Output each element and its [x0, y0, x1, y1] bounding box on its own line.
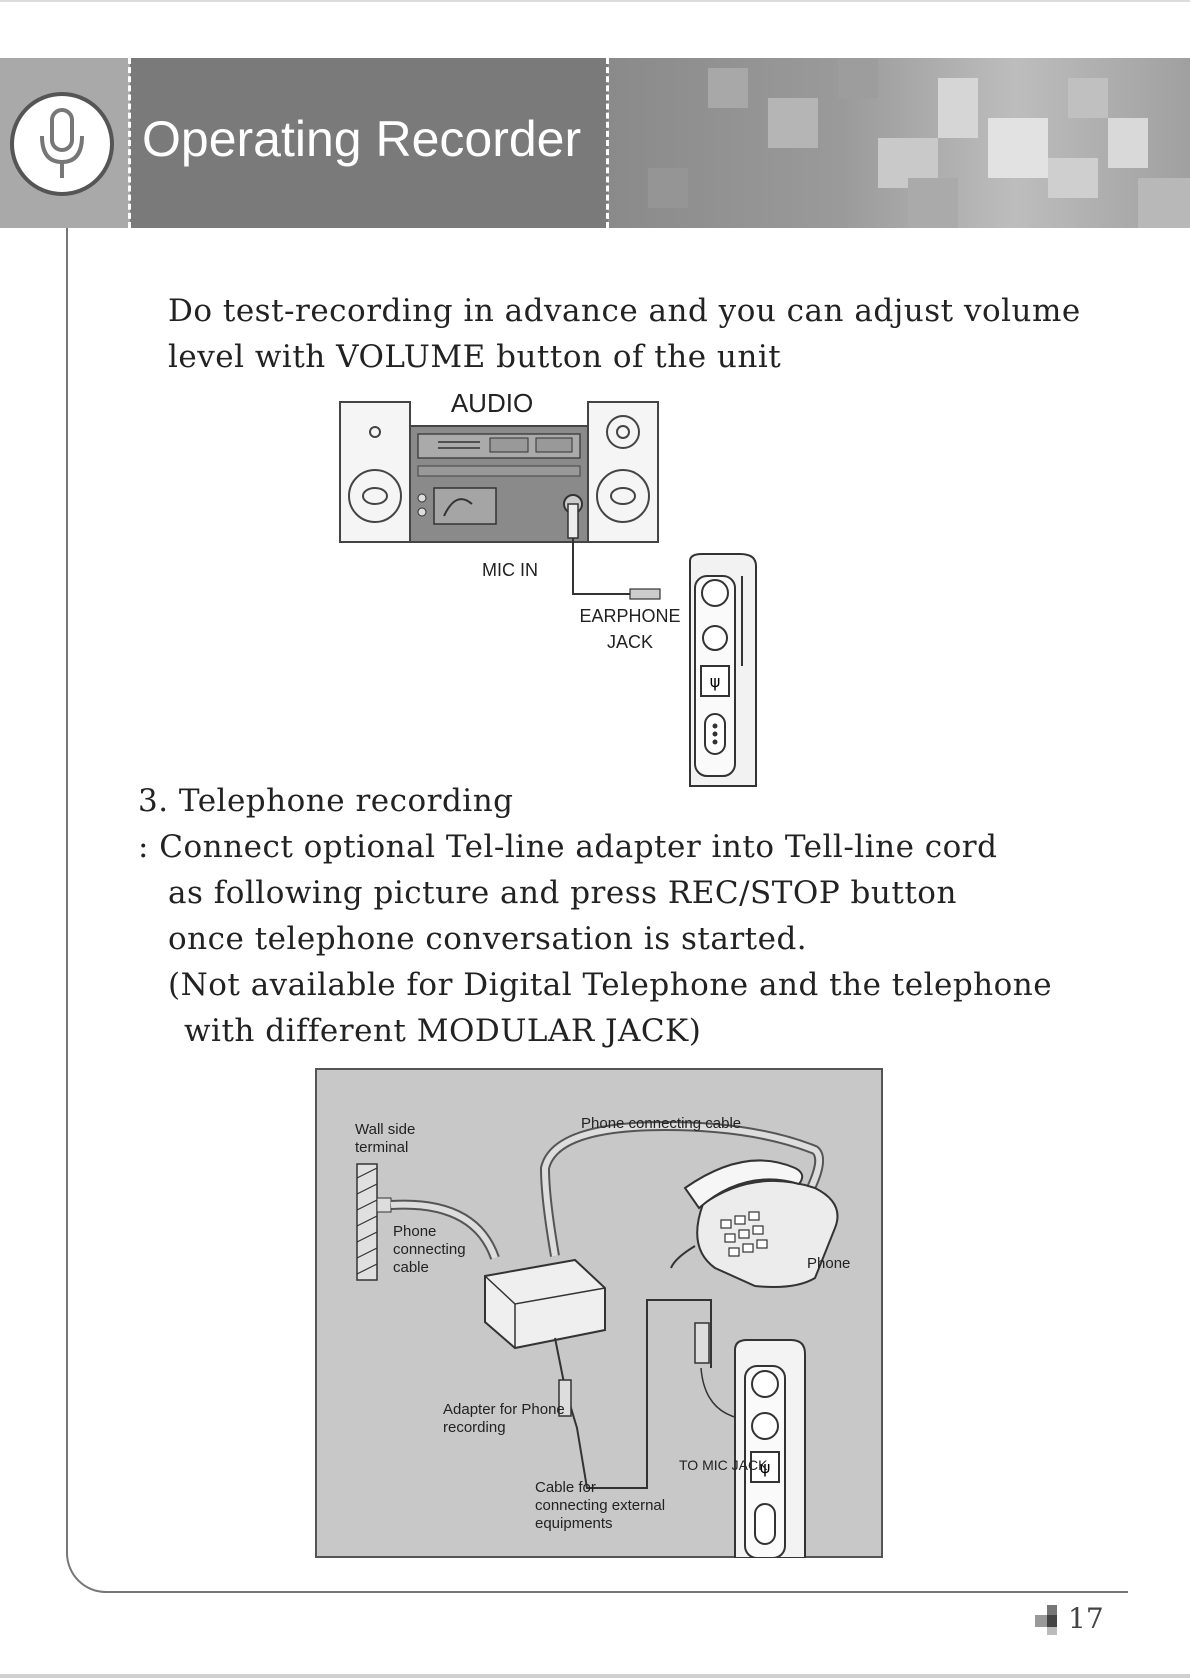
- phone-connecting-cable-top-label: Phone connecting cable: [581, 1115, 741, 1132]
- external-cable-label-1: Cable for: [535, 1479, 596, 1496]
- intro-line-1: Do test-recording in advance and you can…: [168, 293, 1081, 329]
- section-3-line-5: with different MODULAR JACK): [184, 1013, 702, 1049]
- audio-connection-diagram: ψ AUDIO MIC IN EARPHONE JACK: [339, 388, 757, 787]
- intro-line-2: level with VOLUME button of the unit: [168, 339, 782, 375]
- page-frame-corner: [66, 1553, 106, 1593]
- wall-terminal-label-1: Wall side: [355, 1121, 415, 1138]
- page-number: 17: [1068, 1602, 1104, 1635]
- earphone-label-1: EARPHONE: [579, 606, 680, 626]
- top-rule: [0, 0, 1190, 2]
- mic-in-label: MIC IN: [482, 560, 538, 580]
- earphone-label-2: JACK: [607, 632, 653, 652]
- phone-connecting-cable-label-2: connecting: [393, 1241, 466, 1258]
- microphone-badge: [10, 92, 114, 196]
- bottom-rule: [0, 1674, 1190, 1678]
- section-3-line-3: once telephone conversation is started.: [168, 921, 808, 957]
- wall-terminal: [356, 1163, 378, 1281]
- external-cable-label-2: connecting external: [535, 1497, 665, 1514]
- section-3-line-4: (Not available for Digital Telephone and…: [168, 967, 1053, 1003]
- header-title-block: [130, 58, 608, 228]
- page-header: Operating Recorder: [0, 58, 1190, 228]
- telephone: [696, 1179, 839, 1288]
- page-title: Operating Recorder: [142, 111, 582, 167]
- page-marker-icon: [1035, 1605, 1057, 1635]
- section-3-line-1: : Connect optional Tel-line adapter into…: [138, 829, 998, 865]
- phone-label: Phone: [807, 1255, 850, 1272]
- header-pixel-pattern: [608, 58, 1190, 228]
- wall-terminal-label-2: terminal: [355, 1139, 408, 1156]
- page-frame-bottom: [104, 1591, 1128, 1593]
- svg-text:ψ: ψ: [760, 1458, 771, 1477]
- adapter-label-2: recording: [443, 1419, 506, 1436]
- left-speaker: [339, 401, 411, 543]
- telephone-recording-diagram: ψ Wall side terminal Phone connecting ca…: [315, 1068, 883, 1558]
- audio-label: AUDIO: [451, 388, 533, 418]
- page-frame-left: [66, 228, 68, 1553]
- section-3-heading: 3. Telephone recording: [138, 783, 514, 819]
- external-cable-label-3: equipments: [535, 1515, 613, 1532]
- adapter-label-1: Adapter for Phone: [443, 1401, 565, 1418]
- header-divider-left: [128, 58, 131, 228]
- phone-connecting-cable-label-3: cable: [393, 1259, 429, 1276]
- microphone-icon: [40, 108, 84, 178]
- header-divider-right: [606, 58, 609, 228]
- to-mic-jack-label: TO MIC JACK: [679, 1457, 768, 1473]
- phone-connecting-cable-label-1: Phone: [393, 1223, 436, 1240]
- section-3-line-2: as following picture and press REC/STOP …: [168, 875, 957, 911]
- svg-text:ψ: ψ: [710, 672, 721, 691]
